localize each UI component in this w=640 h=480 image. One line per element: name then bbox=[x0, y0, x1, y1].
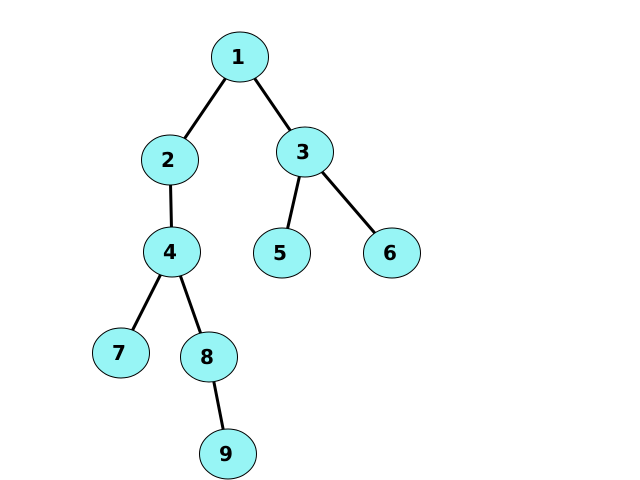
node-circle-3 bbox=[276, 126, 334, 178]
node-3: 3 bbox=[276, 126, 334, 178]
node-circle-7 bbox=[92, 327, 150, 379]
node-2: 2 bbox=[141, 134, 199, 186]
node-9: 9 bbox=[199, 428, 257, 480]
node-label-2: 2 bbox=[161, 148, 175, 172]
node-label-7: 7 bbox=[112, 341, 126, 365]
node-circle-6 bbox=[363, 227, 421, 279]
node-label-3: 3 bbox=[296, 140, 310, 164]
node-label-6: 6 bbox=[383, 241, 397, 265]
node-circle-9 bbox=[199, 428, 257, 480]
node-circle-1 bbox=[211, 31, 269, 83]
node-7: 7 bbox=[92, 327, 150, 379]
node-circle-4 bbox=[143, 226, 201, 278]
node-5: 5 bbox=[253, 227, 311, 279]
node-label-5: 5 bbox=[273, 241, 287, 265]
node-circle-2 bbox=[141, 134, 199, 186]
node-label-8: 8 bbox=[200, 345, 214, 369]
node-circle-8 bbox=[180, 331, 238, 383]
node-8: 8 bbox=[180, 331, 238, 383]
node-circle-5 bbox=[253, 227, 311, 279]
node-1: 1 bbox=[211, 31, 269, 83]
nodes-layer: 1 2 3 4 5 6 7 8 9 bbox=[92, 31, 421, 480]
node-label-1: 1 bbox=[231, 45, 245, 69]
node-label-9: 9 bbox=[219, 442, 233, 466]
node-6: 6 bbox=[363, 227, 421, 279]
node-4: 4 bbox=[143, 226, 201, 278]
node-label-4: 4 bbox=[163, 240, 177, 264]
